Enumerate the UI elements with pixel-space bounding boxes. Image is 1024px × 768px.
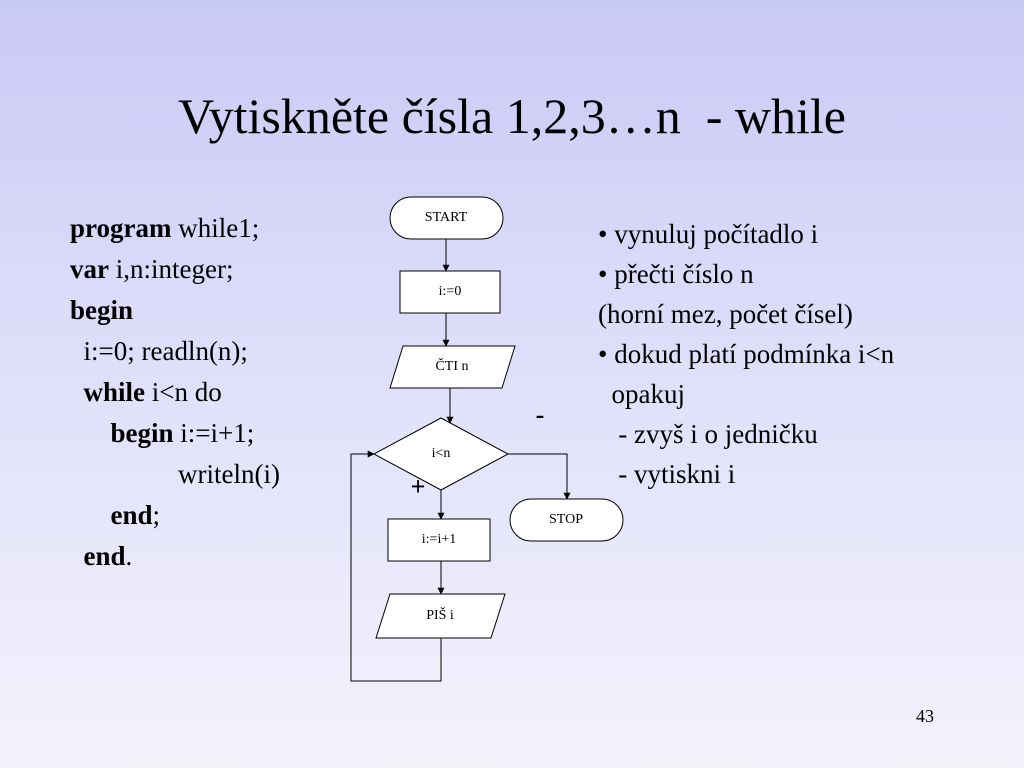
read-label: ČTI n: [435, 357, 468, 374]
code-line-1: program while1;: [70, 208, 280, 249]
code-line-5: while i<n do: [70, 372, 280, 413]
bullet-item: • vynuluj počítadlo i: [598, 219, 819, 249]
bullet-item: • přečti číslo n: [598, 259, 754, 289]
code-keyword: var: [70, 254, 109, 284]
increment-label: i:=i+1: [422, 532, 456, 547]
print-output-parallelogram: [375, 593, 506, 639]
bullet-item: • dokud platí podmínka i<n: [598, 339, 895, 369]
code-line-3: begin: [70, 290, 280, 331]
code-keyword: while: [83, 377, 146, 407]
code-keyword: program: [70, 213, 172, 243]
print-label: PIŠ i: [426, 606, 454, 623]
pascal-code-block: program while1; var i,n:integer; begin i…: [70, 208, 280, 577]
flow-arrow-loop-back: [350, 450, 442, 682]
true-branch-mark: +: [411, 472, 426, 501]
code-keyword: begin: [70, 295, 134, 325]
page-number: 43: [916, 706, 934, 726]
code-line-4: i:=0; readln(n);: [70, 336, 248, 366]
explanation-bullets: • vynuluj počítadlo i • přečti číslo n (…: [598, 214, 894, 494]
init-label: i:=0: [439, 284, 462, 299]
init-process-box: [399, 270, 501, 314]
code-line-2: var i,n:integer;: [70, 249, 280, 290]
slide-title: Vytiskněte čísla 1,2,3…n - while: [178, 88, 846, 144]
code-text: while1;: [171, 213, 260, 243]
bullet-item: (horní mez, počet čísel): [598, 299, 853, 329]
bullet-item: - vytiskni i: [598, 459, 736, 489]
code-text: .: [125, 541, 133, 571]
stop-label: STOP: [549, 512, 583, 527]
code-text: i<n do: [145, 377, 222, 407]
bullet-item: opakuj: [598, 379, 686, 409]
code-text: ;: [152, 500, 161, 530]
condition-label: i<n: [432, 446, 451, 461]
code-line-9: end.: [70, 536, 280, 577]
code-text: i:=i+1;: [173, 418, 255, 448]
code-keyword: end: [83, 541, 126, 571]
code-line-8: end;: [70, 495, 280, 536]
false-branch-mark: -: [536, 400, 545, 429]
increment-process-box: [387, 518, 491, 562]
code-keyword: begin: [110, 418, 174, 448]
code-line-6: begin i:=i+1;: [70, 413, 280, 454]
code-text: i,n:integer;: [108, 254, 234, 284]
flow-arrow-condition-stop: [508, 453, 571, 500]
bullet-item: - zvyš i o jedničku: [598, 419, 818, 449]
code-line-7: writeln(i): [70, 459, 280, 489]
code-keyword: end: [110, 500, 153, 530]
start-label: START: [425, 210, 468, 225]
read-input-parallelogram: [389, 345, 516, 389]
